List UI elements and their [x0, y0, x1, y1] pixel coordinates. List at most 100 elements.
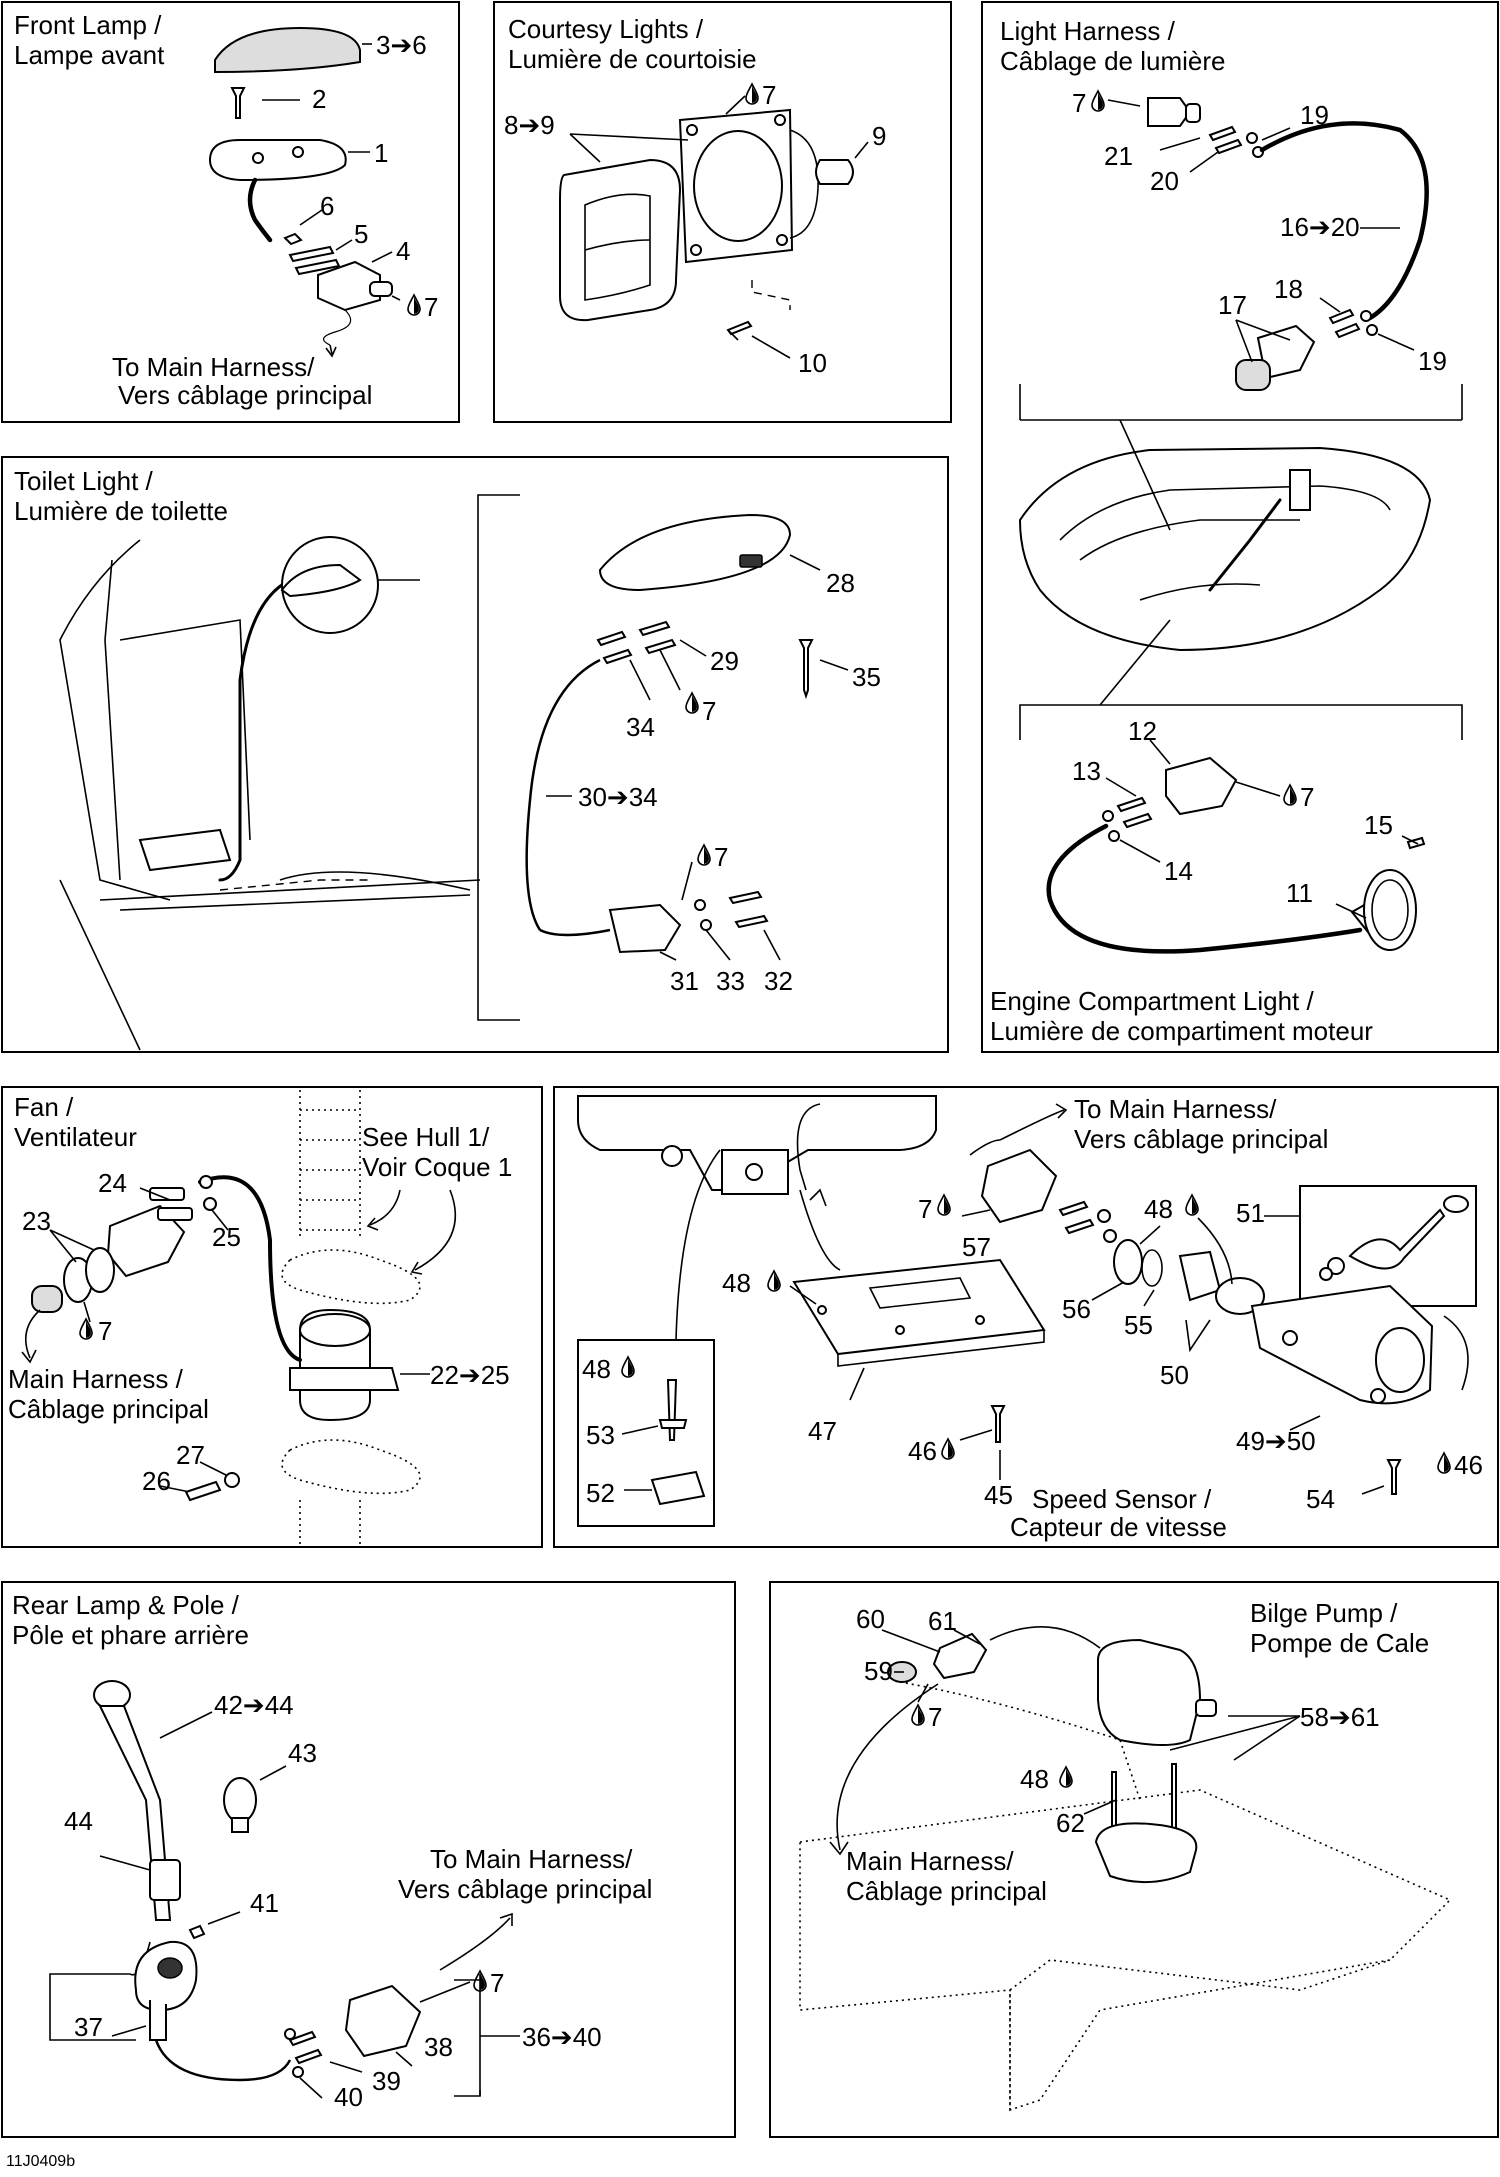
label-57: 57 — [962, 1232, 991, 1262]
bilge-title-en: Bilge Pump / — [1250, 1598, 1398, 1628]
toilet-lamp-28 — [598, 513, 792, 592]
label-35: 35 — [852, 662, 881, 692]
front-lamp-title-en: Front Lamp / — [14, 10, 162, 40]
label-47: 47 — [808, 1416, 837, 1446]
fan-frame — [1, 1086, 543, 1548]
label-56: 56 — [1062, 1294, 1091, 1324]
speed-note-fr: Vers câblage principal — [1074, 1124, 1328, 1154]
label-7i: 7 — [490, 1968, 504, 1998]
label-29: 29 — [710, 646, 739, 676]
label-12: 12 — [1128, 716, 1157, 746]
fan-note1-en: See Hull 1/ — [362, 1122, 490, 1152]
label-38: 38 — [424, 2032, 453, 2062]
label-51: 51 — [1236, 1198, 1265, 1228]
label-7c: 7 — [1072, 88, 1086, 118]
light-harness-panel: Light Harness / Câblage de lumière 7 19 … — [981, 1, 1499, 1053]
label-52: 52 — [586, 1478, 615, 1508]
label-15: 15 — [1364, 810, 1393, 840]
label-20: 20 — [1150, 166, 1179, 196]
label-23: 23 — [22, 1206, 51, 1236]
label-7f: 7 — [1300, 782, 1314, 812]
rear-note-en: To Main Harness/ — [430, 1844, 633, 1874]
label-54: 54 — [1306, 1484, 1335, 1514]
engine-comp-title-fr: Lumière de compartiment moteur — [990, 1016, 1373, 1046]
figure-code: 11J0409b — [6, 2153, 75, 2170]
fan-title-en: Fan / — [14, 1092, 74, 1122]
front-lamp-lens — [214, 26, 361, 74]
label-43: 43 — [288, 1738, 317, 1768]
bilge-note-fr: Câblage principal — [846, 1876, 1047, 1906]
label-7b: 7 — [762, 80, 776, 110]
label-46a: 46 — [908, 1436, 937, 1466]
label-3to6: 3➔6 — [376, 30, 427, 60]
bulb-43 — [223, 1777, 257, 1823]
rear-title-fr: Pôle et phare arrière — [12, 1620, 249, 1650]
label-28: 28 — [826, 568, 855, 598]
label-48d: 48 — [1020, 1764, 1049, 1794]
connector-12 — [1165, 756, 1238, 816]
front-lamp-note-fr: Vers câblage principal — [118, 380, 372, 410]
label-42to44: 42➔44 — [214, 1690, 294, 1720]
label-34: 34 — [626, 712, 655, 742]
label-31: 31 — [670, 966, 699, 996]
engine-comp-title-en: Engine Compartment Light / — [990, 986, 1315, 1016]
courtesy-bulb-9 — [815, 159, 854, 185]
pump-base-62 — [1094, 1822, 1198, 1884]
speed-title-en: Speed Sensor / — [1032, 1484, 1212, 1514]
bilge-note-en: Main Harness/ — [846, 1846, 1014, 1876]
label-4: 4 — [396, 236, 410, 266]
rear-lamp-panel: Rear Lamp & Pole / Pôle et phare arrière… — [1, 1581, 736, 2138]
fan-note1-fr: Voir Coque 1 — [362, 1152, 512, 1182]
label-48b: 48 — [722, 1268, 751, 1298]
label-50: 50 — [1160, 1360, 1189, 1390]
speed-connector-57 — [980, 1148, 1058, 1224]
screw-2 — [230, 87, 246, 119]
label-7j: 7 — [928, 1702, 942, 1732]
label-1: 1 — [374, 138, 388, 168]
toilet-light-panel: Toilet Light / Lumière de toilette 28 29… — [1, 456, 949, 1053]
courtesy-title-en: Courtesy Lights / — [508, 14, 704, 44]
label-27: 27 — [176, 1440, 205, 1470]
label-26: 26 — [142, 1466, 171, 1496]
label-39: 39 — [372, 2066, 401, 2096]
label-7e: 7 — [714, 842, 728, 872]
label-7g: 7 — [98, 1316, 112, 1346]
label-21: 21 — [1104, 141, 1133, 171]
label-44: 44 — [64, 1806, 93, 1836]
label-33: 33 — [716, 966, 745, 996]
rivet-35 — [798, 639, 814, 700]
light-harness-title-fr: Câblage de lumière — [1000, 46, 1225, 76]
label-32: 32 — [764, 966, 793, 996]
label-19b: 19 — [1418, 346, 1447, 376]
hull-body — [1018, 446, 1432, 652]
label-41: 41 — [250, 1888, 279, 1918]
label-2: 2 — [312, 84, 326, 114]
label-53: 53 — [586, 1420, 615, 1450]
courtesy-title-fr: Lumière de courtoisie — [508, 44, 757, 74]
label-7a: 7 — [424, 292, 438, 322]
toilet-frame — [1, 456, 949, 1053]
rear-note-fr: Vers câblage principal — [398, 1874, 652, 1904]
front-lamp-title-fr: Lampe avant — [14, 40, 165, 70]
lamp-base-1 — [208, 139, 347, 182]
bilge-title-fr: Pompe de Cale — [1250, 1628, 1429, 1658]
speed-title-fr: Capteur de vitesse — [1010, 1512, 1227, 1542]
speed-sensor-panel: To Main Harness/ Vers câblage principal … — [553, 1086, 1499, 1548]
detail-box-53 — [577, 1339, 715, 1527]
label-17: 17 — [1218, 290, 1247, 320]
front-lamp-note-en: To Main Harness/ — [112, 352, 315, 382]
connector-38 — [344, 1984, 422, 2058]
rear-lamp-head — [93, 1680, 131, 1710]
label-11: 11 — [1286, 878, 1313, 908]
toilet-title-fr: Lumière de toilette — [14, 496, 228, 526]
connector-31 — [608, 903, 682, 954]
label-14: 14 — [1164, 856, 1193, 886]
label-37: 37 — [74, 2012, 103, 2042]
label-61: 61 — [928, 1606, 957, 1636]
label-62: 62 — [1056, 1808, 1085, 1838]
bilge-pump-body — [1097, 1638, 1202, 1746]
label-8to9: 8➔9 — [504, 110, 555, 140]
label-25: 25 — [212, 1222, 241, 1252]
courtesy-bezel — [559, 158, 682, 322]
